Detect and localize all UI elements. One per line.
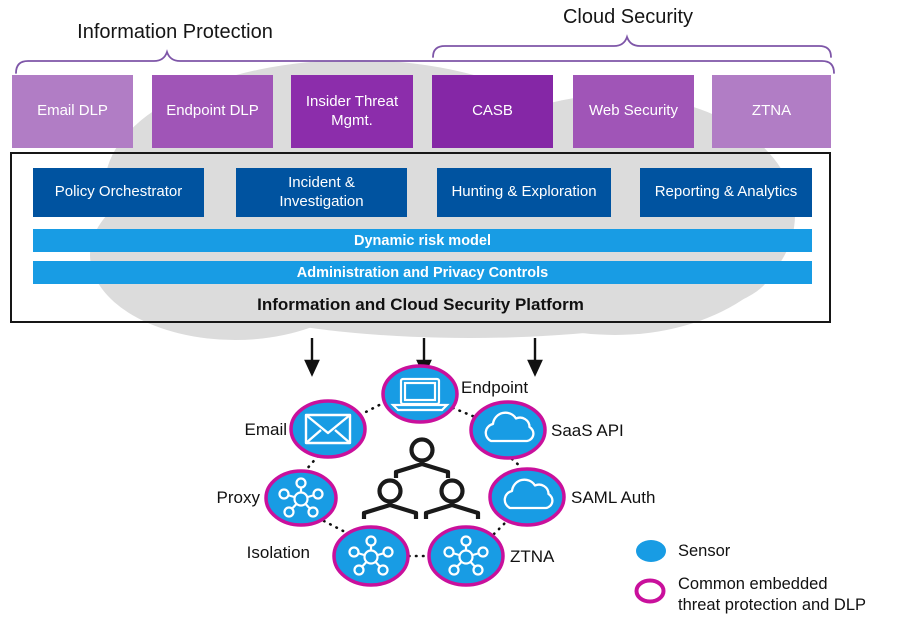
sensor-label-ztna: ZTNA	[510, 547, 555, 566]
sensor-label-saml-auth: SAML Auth	[571, 488, 656, 507]
sensor-connectors	[304, 399, 524, 558]
sensor-isolation	[332, 525, 410, 587]
legend-sensor-label: Sensor	[678, 542, 731, 560]
group-label-information-protection: Information Protection	[77, 21, 273, 43]
product-box-web-security: Web Security	[573, 75, 694, 148]
product-box-ztna: ZTNA	[712, 75, 831, 148]
group-label-cloud-security: Cloud Security	[562, 6, 694, 28]
module-box-incident-investigation: Incident & Investigation	[236, 168, 407, 217]
sensor-label-saas-api: SaaS API	[551, 421, 624, 440]
cloud-security-brace	[432, 34, 832, 58]
platform-box	[10, 152, 831, 323]
module-box-reporting-analytics: Reporting & Analytics	[640, 168, 812, 217]
sensor-ring	[264, 364, 566, 587]
legend-ring-label: Common embedded threat protection and DL…	[678, 574, 866, 616]
sensor-proxy	[264, 469, 338, 527]
sensor-label-email: Email	[244, 420, 287, 439]
sensor-label-proxy: Proxy	[216, 488, 260, 507]
sensor-label-isolation: Isolation	[246, 543, 310, 562]
product-box-email-dlp: Email DLP	[12, 75, 133, 148]
legend-ring-label-line1: Common embedded	[678, 575, 828, 593]
legend-ring-label-line2: threat protection and DLP	[678, 596, 867, 614]
module-box-policy-orchestrator: Policy Orchestrator	[33, 168, 204, 217]
product-box-endpoint-dlp: Endpoint DLP	[152, 75, 273, 148]
module-box-hunting-exploration: Hunting & Exploration	[437, 168, 611, 217]
sensor-saas-api	[469, 400, 547, 460]
information-protection-brace	[15, 49, 835, 74]
users-icon	[364, 440, 478, 520]
product-box-casb: CASB	[432, 75, 553, 148]
sensor-email	[289, 399, 367, 459]
sensor-ztna	[427, 525, 505, 587]
sensor-label-endpoint: Endpoint	[461, 378, 529, 397]
sensor-saml-auth	[488, 467, 566, 527]
sensor-endpoint	[381, 364, 459, 424]
legend-sensor-swatch	[636, 540, 666, 562]
bar-administration-privacy-controls: Administration and Privacy Controls	[33, 261, 812, 284]
platform-title: Information and Cloud Security Platform	[257, 295, 584, 314]
legend-ring-swatch	[634, 578, 666, 604]
bar-dynamic-risk-model: Dynamic risk model	[33, 229, 812, 252]
product-box-insider-threat-mgmt: Insider Threat Mgmt.	[291, 75, 413, 148]
